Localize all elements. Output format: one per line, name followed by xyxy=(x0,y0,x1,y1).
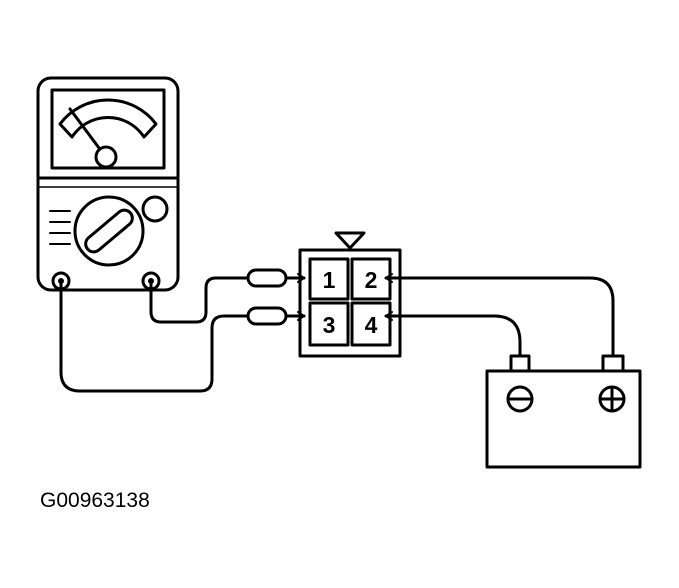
probe-upper xyxy=(246,268,306,288)
multimeter-body xyxy=(36,76,180,292)
pin-cell-1 xyxy=(308,257,350,301)
probe-lower xyxy=(246,306,306,326)
connector-lock-triangle xyxy=(334,231,366,250)
test-lead-left xyxy=(59,279,250,393)
minus-icon xyxy=(506,385,534,413)
pin-label-1: 1 xyxy=(323,267,336,293)
pin-cell-4 xyxy=(350,301,392,347)
figure-id: G00963138 xyxy=(40,489,150,512)
connector-housing xyxy=(298,248,402,358)
jumper-wire-negative xyxy=(384,311,522,358)
meter-pivot xyxy=(94,145,118,169)
connector: 1 2 3 4 xyxy=(298,231,402,358)
pin-label-4: 4 xyxy=(365,312,378,338)
meter-needle xyxy=(68,107,104,154)
test-lead-right xyxy=(149,276,250,324)
battery-terminal-positive xyxy=(601,354,625,373)
pin-cell-3 xyxy=(308,301,350,347)
multimeter xyxy=(36,76,180,292)
selector-knob-icon xyxy=(73,195,145,267)
adjust-knob xyxy=(141,195,169,223)
pin-label-3: 3 xyxy=(323,312,336,338)
battery xyxy=(485,354,642,469)
meter-scale-arc xyxy=(58,98,158,139)
battery-terminal-negative xyxy=(509,354,531,373)
pin-label-2: 2 xyxy=(365,267,378,293)
battery-case xyxy=(485,369,642,469)
plus-icon xyxy=(598,385,626,413)
jumper-wire-positive xyxy=(384,273,615,358)
